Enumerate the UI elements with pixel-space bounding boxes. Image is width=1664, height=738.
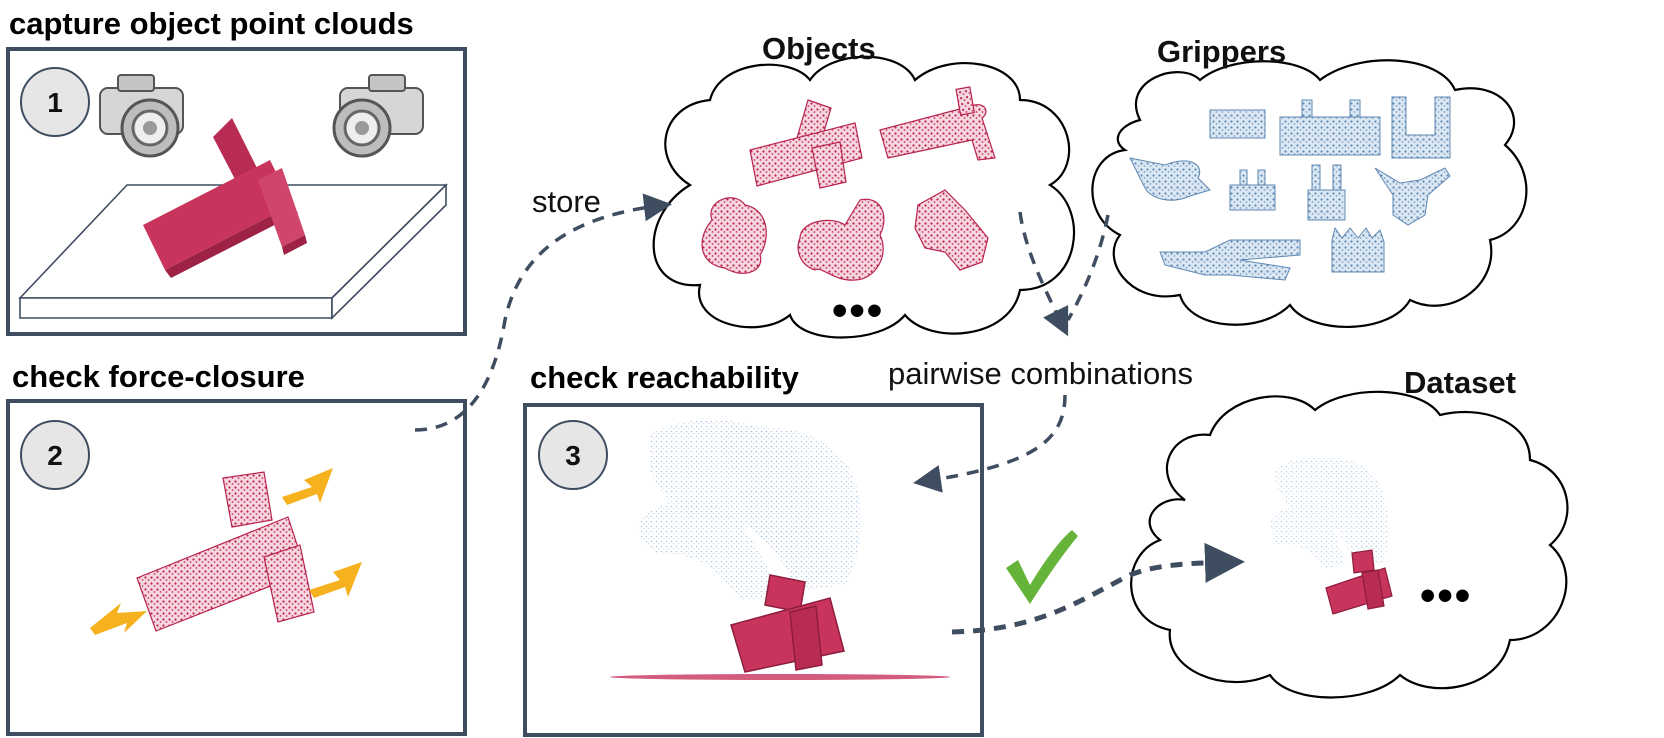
object-bunny — [701, 197, 767, 274]
gripper-point-clouds — [1129, 96, 1451, 281]
force-closure-panel: 2 — [6, 399, 467, 736]
reachability-panel-title: check reachability — [530, 360, 799, 395]
step-3-badge: 3 — [538, 420, 608, 490]
reachability-to-dataset-arrow — [951, 542, 1245, 635]
gripper-2f-wide — [1279, 99, 1381, 156]
gripper-multi-finger — [1159, 239, 1301, 281]
check-mark-icon — [1006, 530, 1078, 604]
object-hammer — [879, 86, 996, 161]
flow-arrows — [414, 193, 1245, 635]
object-elephant — [797, 198, 885, 281]
step-1-badge: 1 — [20, 67, 90, 137]
gripper-3f-left — [1129, 157, 1211, 201]
objects-cloud: ••• — [652, 55, 1075, 339]
pairwise-to-reachability-arrow — [913, 394, 1067, 493]
floor-plane — [610, 674, 950, 680]
store-label: store — [532, 184, 601, 219]
reachability-panel: 3 — [523, 403, 984, 737]
object-t-shape — [749, 99, 863, 189]
force-closure-panel-title: check force-closure — [12, 359, 305, 394]
gripper-u-frame — [1391, 96, 1451, 159]
pairwise-combinations-label: pairwise combinations — [888, 356, 1193, 391]
dataset-sample-gripper — [1270, 457, 1389, 568]
gripper-3f-right — [1374, 167, 1451, 226]
step-1-number: 1 — [47, 87, 63, 118]
camera-icon-left — [99, 74, 184, 158]
t-object-on-floor — [730, 574, 845, 673]
grippers-cloud-title: Grippers — [1157, 34, 1287, 69]
object-clamp — [914, 189, 989, 271]
gripper-tall-2f — [1307, 164, 1346, 221]
gripper-poses-ghost — [639, 419, 862, 600]
capture-panel-title: capture object point clouds — [9, 6, 414, 41]
force-arrows — [90, 468, 362, 635]
t-object-pointcloud — [136, 471, 315, 632]
dataset-sample-object — [1325, 549, 1393, 615]
t-object-solid — [143, 118, 307, 278]
objects-to-pairwise-arrow — [1018, 211, 1069, 337]
dataset-cloud-title: Dataset — [1404, 365, 1516, 400]
gripper-crown — [1331, 226, 1385, 273]
camera-icon-right — [332, 74, 424, 158]
objects-more-ellipsis: ••• — [832, 286, 884, 335]
step-2-badge: 2 — [20, 420, 90, 490]
dataset-more-ellipsis: ••• — [1420, 571, 1472, 620]
step-3-number: 3 — [565, 440, 581, 471]
gripper-small-2f — [1229, 169, 1276, 211]
dataset-cloud: ••• — [1130, 390, 1569, 699]
capture-panel: 1 — [6, 47, 467, 336]
store-arrow — [414, 193, 672, 432]
objects-cloud-title: Objects — [762, 31, 876, 66]
step-2-number: 2 — [47, 440, 63, 471]
gripper-2f-small — [1209, 109, 1266, 139]
grippers-cloud — [1091, 59, 1528, 328]
